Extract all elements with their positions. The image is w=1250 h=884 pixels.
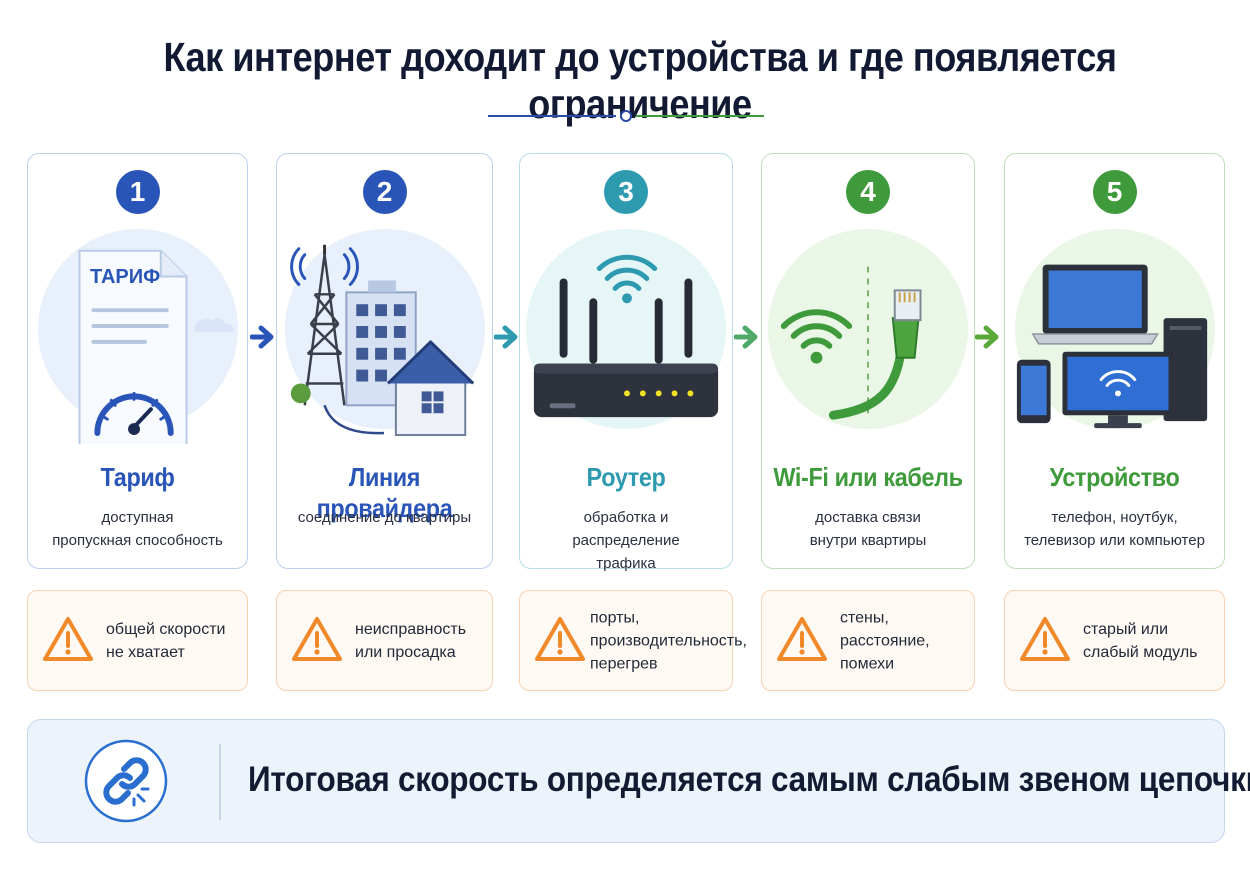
issue-box-router: порты, производительность, перегрев xyxy=(519,590,747,691)
step-number-badge: 2 xyxy=(362,170,407,214)
issue-text: общей скорости не хватает xyxy=(106,620,226,661)
arrow-right-icon xyxy=(975,325,999,349)
step-title: Роутер xyxy=(586,462,666,492)
step-title: Тариф xyxy=(100,462,175,492)
issue-text: старый или слабый модуль xyxy=(1083,620,1198,661)
warning-icon xyxy=(1020,617,1070,661)
summary-divider xyxy=(219,744,221,820)
step-number-badge: 5 xyxy=(1092,170,1137,214)
step-card-wifi-or-cable: 4 Wi-Fi или кабель доставка связи внутри… xyxy=(761,153,975,569)
page-title: Как интернет доходит до устройства и где… xyxy=(163,34,1117,127)
issue-box-tariff: общей скорости не хватает xyxy=(27,590,248,691)
arrow-right-icon xyxy=(250,325,274,349)
issue-text: неисправность или просадка xyxy=(355,620,467,661)
step-card-router: 3 Роутер обработка и распределение трафи… xyxy=(519,153,733,572)
issue-text: порты, производительность, перегрев xyxy=(590,609,747,672)
step-number-badge: 3 xyxy=(604,170,648,214)
warning-icon xyxy=(535,617,585,661)
step-title: Wi-Fi или кабель xyxy=(773,462,963,492)
issue-box-provider-line: неисправность или просадка xyxy=(276,590,493,691)
step-card-provider-line: 2 Линия провайдера соединение до квартир… xyxy=(276,153,493,569)
title-divider xyxy=(488,110,764,122)
wifi-and-ethernet-cable-icon xyxy=(780,266,922,420)
summary-banner: Итоговая скорость определяется самым сла… xyxy=(27,719,1250,843)
issue-box-wifi-or-cable: стены, расстояние, помехи xyxy=(761,590,975,691)
step-number-badge: 4 xyxy=(846,170,890,214)
document-label: ТАРИФ xyxy=(90,266,161,288)
provider-tower-building-icon xyxy=(290,244,475,437)
tariff-document-speedometer-icon xyxy=(78,249,235,444)
warning-icon xyxy=(777,617,827,661)
devices-icon xyxy=(1016,264,1208,429)
issue-box-device: старый или слабый модуль xyxy=(1004,590,1225,691)
step-description: доставка связи внутри квартиры xyxy=(809,509,927,549)
summary-text: Итоговая скорость определяется самым сла… xyxy=(248,760,1250,799)
issue-text: стены, расстояние, помехи xyxy=(840,609,930,672)
step-number-badge: 1 xyxy=(115,170,160,214)
step-description: обработка и распределение трафика xyxy=(572,509,680,572)
step-title: Линия провайдера xyxy=(316,462,453,523)
step-description: телефон, ноутбук, телевизор или компьюте… xyxy=(1024,509,1205,549)
router-icon xyxy=(533,254,719,418)
warning-icon xyxy=(292,617,342,661)
step-description: доступная пропускная способность xyxy=(52,509,223,549)
arrow-right-icon xyxy=(734,325,758,349)
warning-icon xyxy=(43,617,93,661)
chain-link-icon xyxy=(84,739,168,823)
arrow-right-icon xyxy=(494,325,518,349)
step-description: соединение до квартиры xyxy=(297,509,472,526)
step-card-device: 5 Устройство телефон, ноутбук, телевизор… xyxy=(1004,153,1225,569)
step-card-tariff: 1 ТАРИФ Тариф доступная пропускная спосо… xyxy=(27,153,248,569)
step-title: Устройство xyxy=(1049,462,1180,492)
